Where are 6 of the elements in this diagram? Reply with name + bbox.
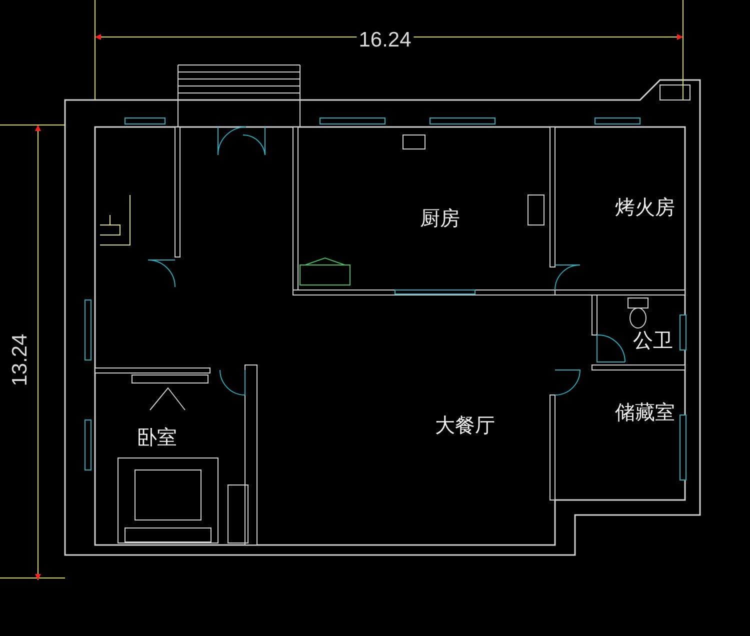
room-label: 厨房 [420, 208, 460, 228]
room-label: 公卫 [633, 330, 673, 350]
room-label: 卧室 [137, 427, 177, 447]
room-label: 烤火房 [615, 197, 675, 217]
room-label: 储藏室 [615, 402, 675, 422]
room-label: 大餐厅 [435, 415, 495, 435]
